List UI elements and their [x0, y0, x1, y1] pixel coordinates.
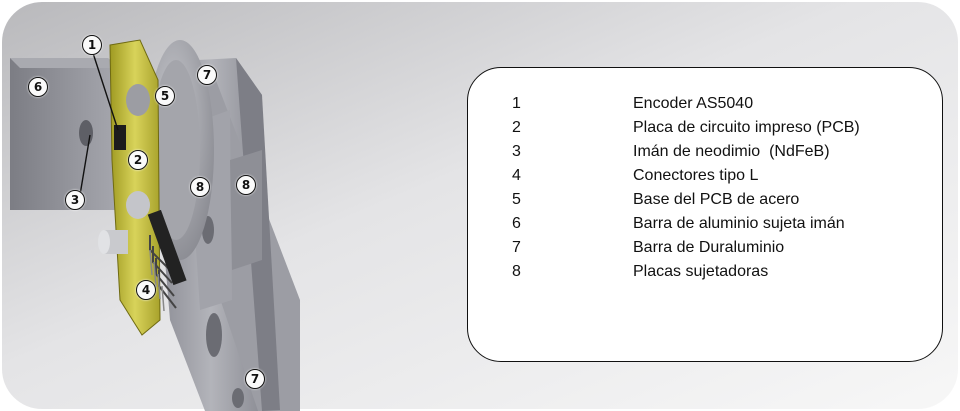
callout-7-top: 7: [197, 65, 217, 85]
callout-6: 6: [28, 77, 48, 97]
pcb-board: [109, 39, 161, 336]
legend-number: 2: [512, 119, 521, 136]
legend-number: 8: [512, 263, 521, 280]
legend-label: Placas sujetadoras: [633, 263, 769, 280]
connector-pins: [149, 249, 165, 312]
legend-number: 7: [512, 239, 521, 256]
connector-header: [147, 209, 187, 286]
legend-label: Encoder AS5040: [633, 95, 754, 112]
callout-1: 1: [82, 35, 102, 55]
leader-line-3: [79, 134, 91, 196]
magnet-cylinder: [98, 230, 128, 254]
callout-2: 2: [128, 150, 148, 170]
legend-number: 1: [512, 95, 521, 112]
leader-line-1: [91, 49, 119, 131]
legend-number: 5: [512, 191, 521, 208]
callout-5: 5: [155, 86, 175, 106]
callout-3: 3: [65, 190, 85, 210]
legend-label: Barra de Duraluminio: [633, 239, 785, 256]
legend-label: Placa de circuito impreso (PCB): [633, 119, 860, 136]
legend-number: 3: [512, 143, 521, 160]
legend-label: Imán de neodimio (NdFeB): [633, 143, 830, 160]
callout-7-bottom: 7: [245, 369, 265, 389]
legend-box: 1 Encoder AS5040 2 Placa de circuito impre…: [467, 67, 943, 362]
legend-number: 6: [512, 215, 521, 232]
legend-label: Base del PCB de acero: [633, 191, 800, 208]
legend-label: Barra de aluminio sujeta imán: [633, 215, 845, 232]
callout-8-right: 8: [236, 175, 256, 195]
legend-number: 4: [512, 167, 521, 184]
callout-4: 4: [136, 280, 156, 300]
callout-8-left: 8: [190, 177, 210, 197]
legend-label: Conectores tipo L: [633, 167, 759, 184]
